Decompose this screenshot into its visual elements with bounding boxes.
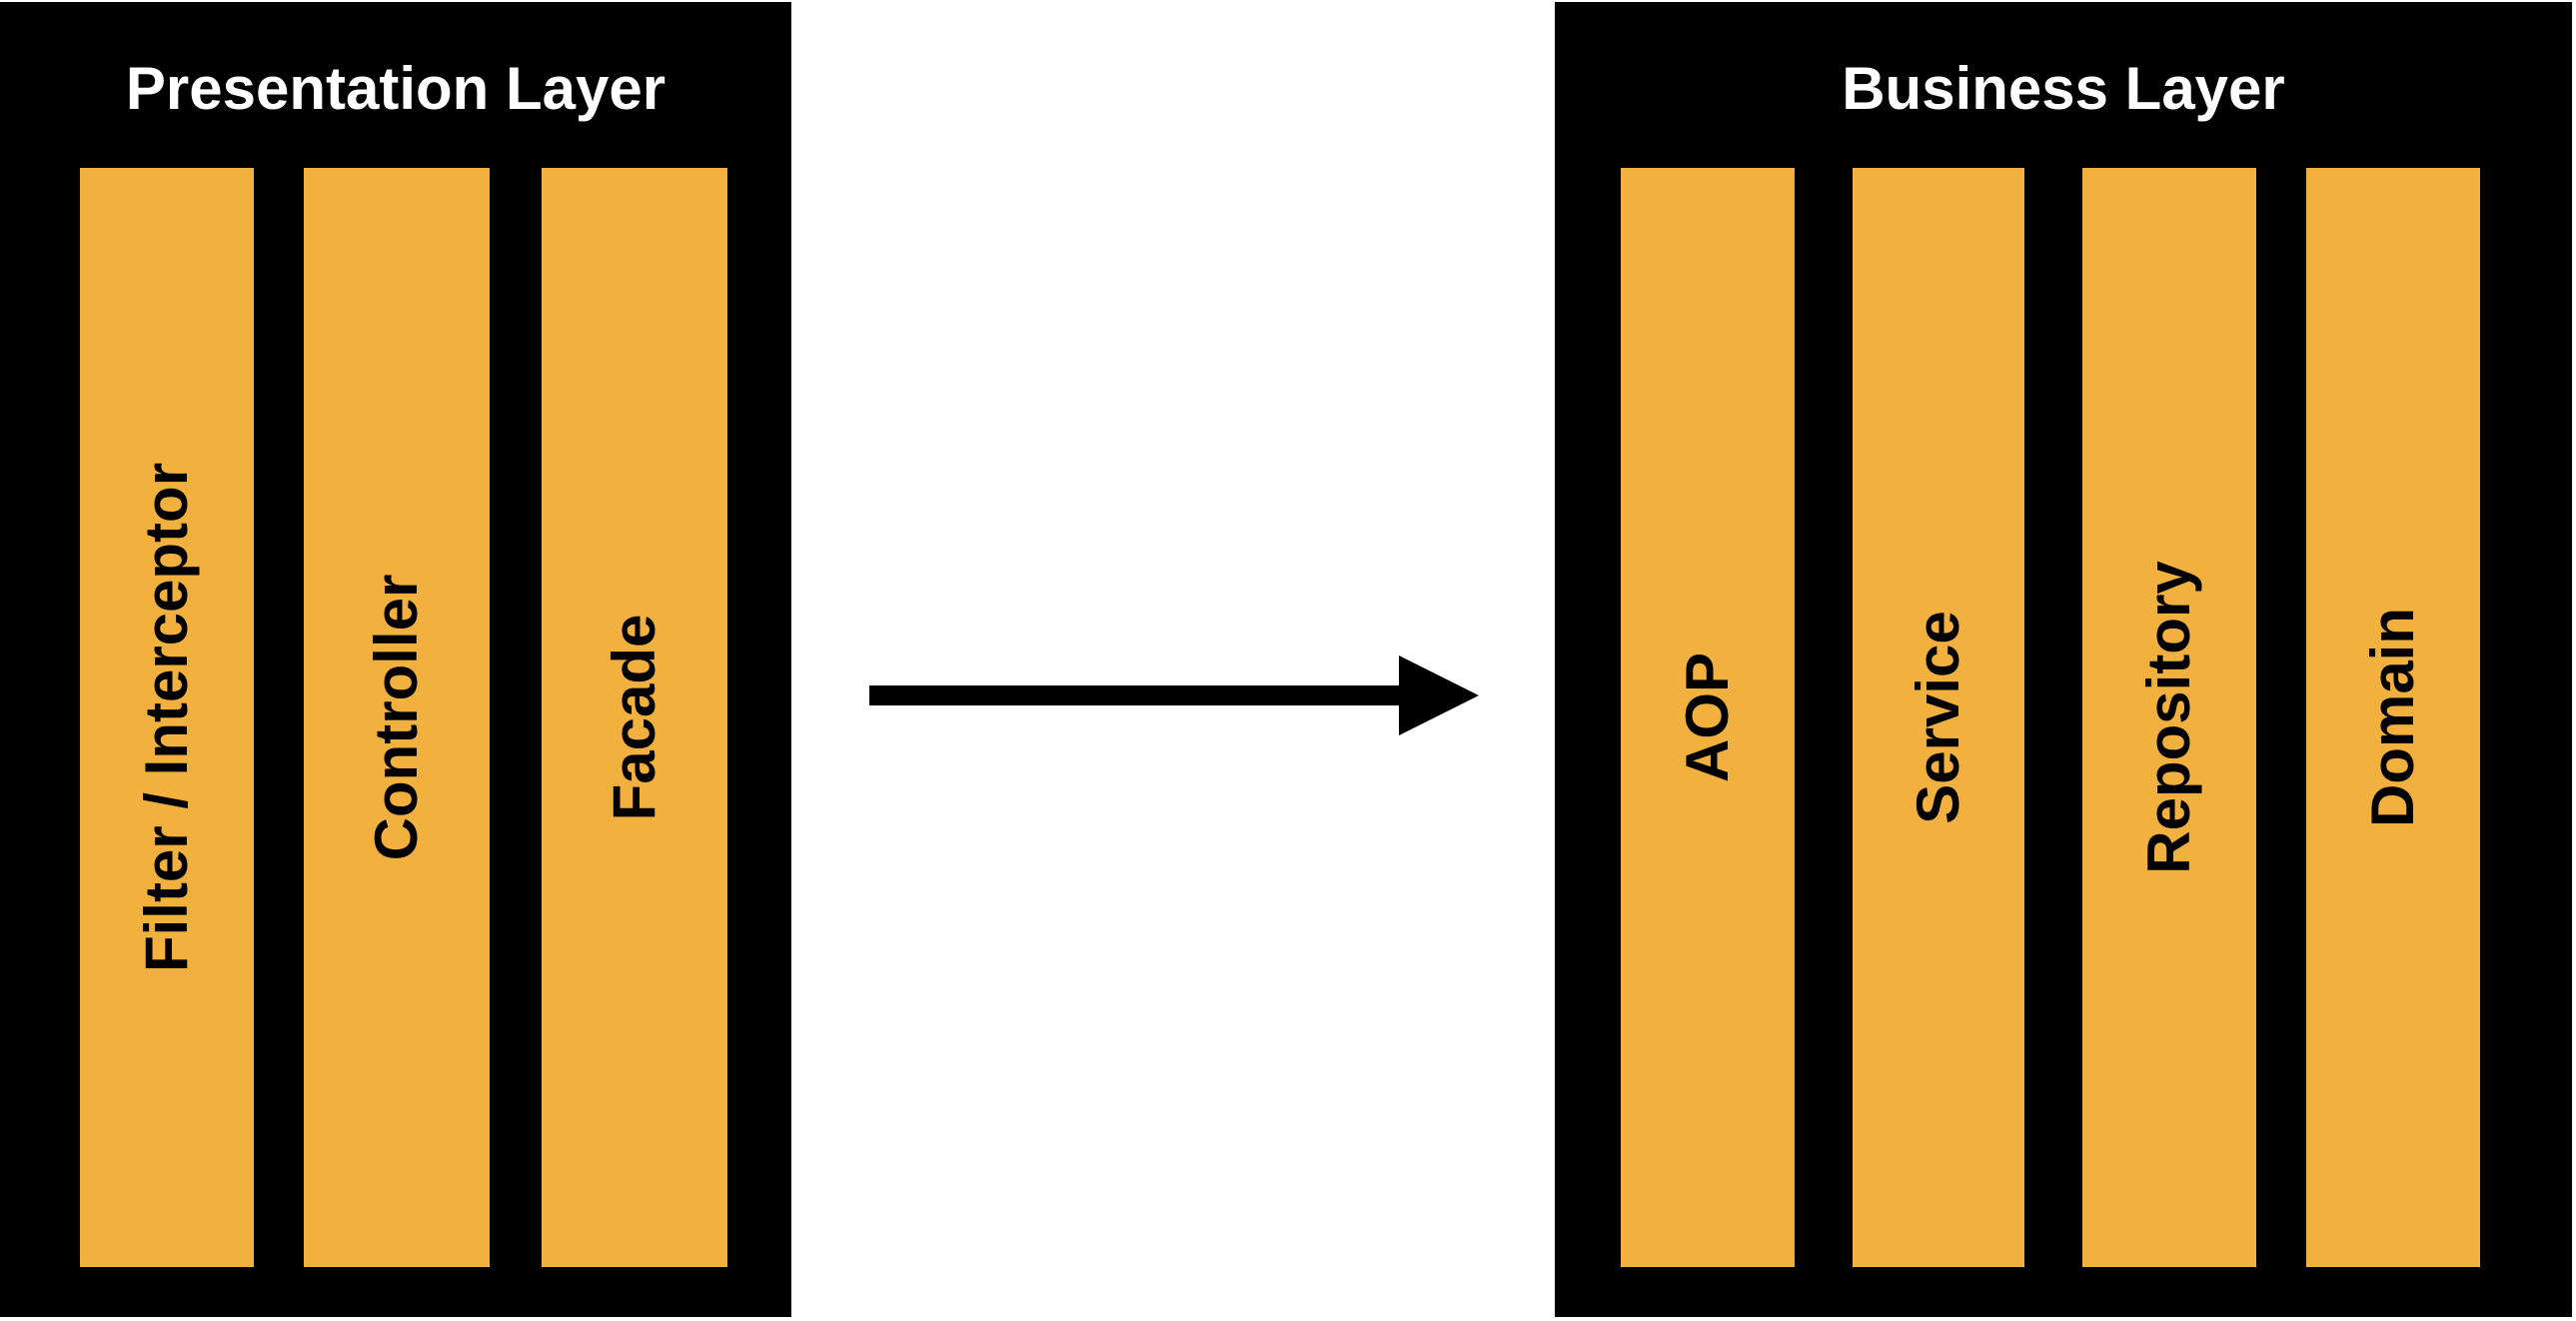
component-service: Service (1853, 168, 2024, 1267)
component-filter-interceptor-label: Filter / Interceptor (133, 462, 200, 973)
component-controller-label: Controller (363, 574, 430, 861)
component-repository: Repository (2082, 168, 2256, 1267)
component-domain: Domain (2306, 168, 2480, 1267)
component-facade-label: Facade (601, 614, 667, 821)
component-service-label: Service (1905, 611, 1971, 824)
business-layer-box: Business Layer AOP Service Repository Do… (1555, 2, 2572, 1317)
presentation-layer-title: Presentation Layer (125, 55, 666, 122)
component-aop-label: AOP (1674, 652, 1741, 783)
component-repository-label: Repository (2135, 561, 2202, 874)
presentation-layer-box: Presentation Layer Filter / Interceptor … (0, 2, 791, 1317)
component-domain-label: Domain (2359, 607, 2426, 828)
component-controller: Controller (304, 168, 490, 1267)
arrow-shaft (869, 685, 1409, 705)
component-aop: AOP (1621, 168, 1795, 1267)
right-arrow-icon (869, 656, 1479, 735)
arrow-head (1399, 656, 1479, 735)
business-layer-title: Business Layer (1842, 55, 2285, 122)
component-filter-interceptor: Filter / Interceptor (80, 168, 254, 1267)
component-facade: Facade (542, 168, 727, 1267)
